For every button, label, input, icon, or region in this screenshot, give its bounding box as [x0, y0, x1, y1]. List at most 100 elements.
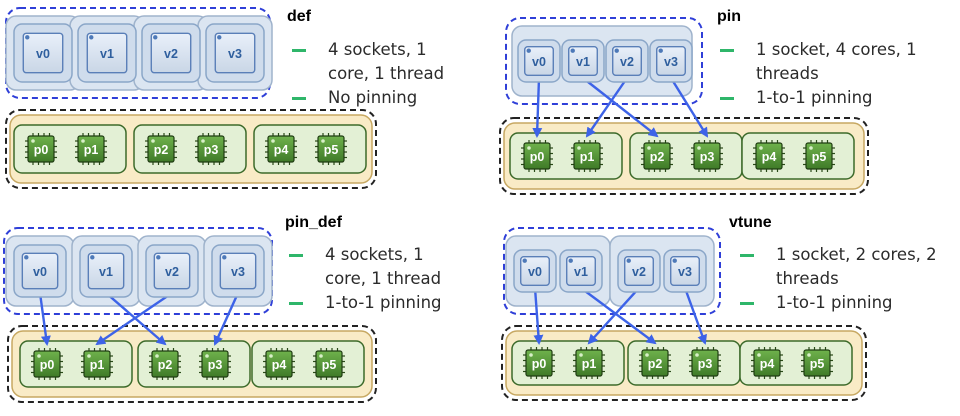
- pcpu-chip: p2: [641, 140, 673, 172]
- panel-title: pin_def: [285, 214, 342, 231]
- vcpu-chip-icon: [21, 252, 59, 290]
- vcpu-chip-icon: [86, 32, 128, 74]
- vcpu-chip: v3: [663, 249, 707, 293]
- vcpu-chip: v2: [145, 244, 199, 298]
- pcpu-chip: p5: [315, 133, 347, 165]
- vcpu-chip-icon: [87, 252, 125, 290]
- vcpu-chip: v1: [77, 23, 137, 83]
- vcpu-label: v0: [532, 55, 546, 69]
- vcpu-label: v1: [576, 55, 590, 69]
- vcpu-chip-icon: [612, 46, 642, 76]
- pcpu-chip: p1: [571, 140, 603, 172]
- vcpu-chip-icon: [214, 32, 256, 74]
- cpu-chip-icon: [641, 140, 673, 172]
- vcpu-label: v1: [574, 265, 588, 279]
- pcpu-label: p4: [760, 357, 775, 371]
- vcpu-label: v3: [231, 265, 245, 279]
- host-border: [499, 117, 869, 195]
- cpu-chip-icon: [263, 348, 295, 380]
- pcpu-label: p5: [324, 143, 339, 157]
- pcpu-chip: p0: [31, 348, 63, 380]
- cpu-chip-icon: [31, 348, 63, 380]
- cpu-chip-icon: [521, 140, 553, 172]
- cpu-chip-icon: [81, 348, 113, 380]
- vcpu-chip-icon: [524, 46, 554, 76]
- pcpu-chip: p3: [689, 347, 721, 379]
- pcpu-chip: p1: [75, 133, 107, 165]
- vcpu-chip: v0: [13, 244, 67, 298]
- pcpu-chip: p5: [313, 348, 345, 380]
- vcpu-label: v2: [164, 47, 178, 61]
- panel-title: def: [287, 8, 311, 25]
- config-bullet: 4 sockets, 1 core, 1 thread: [290, 38, 444, 86]
- vcpu-chip-icon: [568, 46, 598, 76]
- vcpu-label: v3: [664, 55, 678, 69]
- pcpu-label: p4: [762, 150, 777, 164]
- config-bullet: 1-to-1 pinning: [718, 86, 917, 110]
- guest-border: [503, 227, 721, 315]
- pcpu-label: p4: [272, 358, 287, 372]
- vcpu-label: v3: [678, 265, 692, 279]
- pcpu-label: p5: [812, 150, 827, 164]
- pcpu-chip: p3: [691, 140, 723, 172]
- mapping-arrow: [213, 292, 240, 346]
- vcpu-chip-icon: [566, 256, 596, 286]
- vcpu-chip: v3: [649, 39, 693, 83]
- vcpu-chip-icon: [656, 46, 686, 76]
- config-bullet: 1 socket, 2 cores, 2 threads: [738, 243, 937, 291]
- pcpu-label: p0: [34, 143, 49, 157]
- pcpu-label: p3: [204, 143, 219, 157]
- cpu-chip-icon: [753, 140, 785, 172]
- mapping-arrow: [587, 287, 640, 345]
- pcpu-label: p0: [532, 357, 547, 371]
- config-bullet: 1-to-1 pinning: [738, 291, 937, 315]
- pcpu-label: p5: [322, 358, 337, 372]
- cpu-chip-icon: [691, 140, 723, 172]
- pcpu-label: p1: [582, 357, 597, 371]
- cpu-chip-icon: [199, 348, 231, 380]
- panel-title: pin: [717, 8, 741, 25]
- vcpu-label: v2: [620, 55, 634, 69]
- cpu-chip-icon: [803, 140, 835, 172]
- vcpu-chip-icon: [520, 256, 550, 286]
- vcpu-chip: v0: [13, 23, 73, 83]
- pcpu-chip: p5: [803, 140, 835, 172]
- vcpu-label: v0: [36, 47, 50, 61]
- vcpu-chip-icon: [153, 252, 191, 290]
- cpu-chip-icon: [571, 140, 603, 172]
- pcpu-chip: p0: [523, 347, 555, 379]
- cpu-chip-icon: [689, 347, 721, 379]
- pcpu-label: p2: [158, 358, 173, 372]
- vcpu-chip: v2: [605, 39, 649, 83]
- vcpu-chip-icon: [22, 32, 64, 74]
- pcpu-label: p0: [40, 358, 55, 372]
- vcpu-chip-icon: [670, 256, 700, 286]
- cpu-chip-icon: [265, 133, 297, 165]
- vcpu-label: v0: [528, 265, 542, 279]
- pcpu-label: p4: [274, 143, 289, 157]
- pcpu-chip: p2: [149, 348, 181, 380]
- config-bullet: 1-to-1 pinning: [287, 291, 442, 315]
- vcpu-chip: v0: [513, 249, 557, 293]
- vcpu-label: v2: [632, 265, 646, 279]
- pcpu-label: p0: [530, 150, 545, 164]
- vcpu-label: v2: [165, 265, 179, 279]
- mapping-arrow: [532, 77, 543, 138]
- guest-border: [505, 17, 703, 105]
- pcpu-label: p1: [84, 143, 99, 157]
- host-border: [7, 325, 377, 403]
- pcpu-label: p3: [208, 358, 223, 372]
- pcpu-label: p3: [698, 357, 713, 371]
- mapping-arrow: [582, 77, 659, 138]
- vcpu-label: v1: [99, 265, 113, 279]
- vcpu-chip-icon: [150, 32, 192, 74]
- cpu-chip-icon: [573, 347, 605, 379]
- vcpu-chip: v1: [559, 249, 603, 293]
- pcpu-chip: p1: [573, 347, 605, 379]
